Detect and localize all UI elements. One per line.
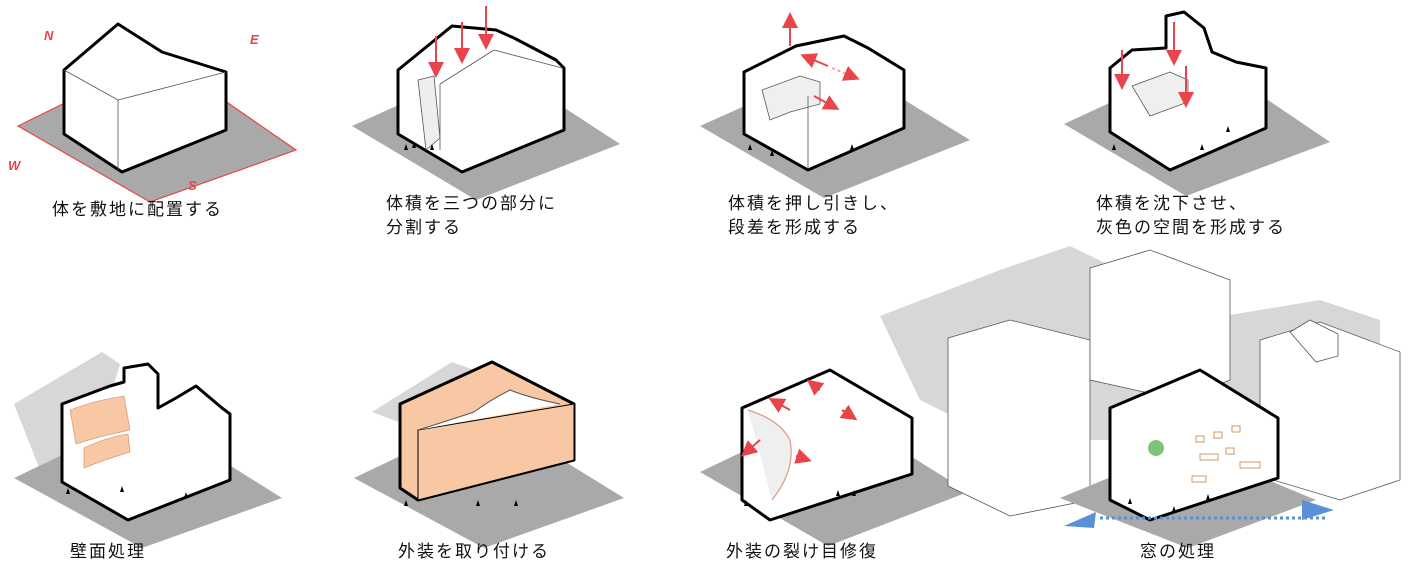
caption-step-4: 体積を沈下させ、 灰色の空間を形成する xyxy=(1096,194,1286,238)
step-8-diagram xyxy=(880,246,1401,548)
caption-step-7: 外装の裂け目修復 xyxy=(726,542,878,562)
compass-west: W xyxy=(8,158,22,173)
step-3-diagram xyxy=(700,12,970,198)
compass-east: E xyxy=(250,32,259,47)
facade-panels xyxy=(83,433,131,469)
caption-step-1: 体を敷地に配置する xyxy=(52,200,223,220)
step-1-diagram: N E S W xyxy=(8,22,298,203)
caption-step-3: 体積を押し引きし、 段差を形成する xyxy=(728,194,899,238)
facade-rift xyxy=(417,389,561,431)
volume-body xyxy=(1108,368,1280,522)
window xyxy=(1213,431,1223,439)
compass-north: N xyxy=(44,28,54,43)
greenery xyxy=(1148,440,1164,456)
context-building xyxy=(1089,249,1231,401)
window-axis-arrow-right xyxy=(1302,500,1334,520)
step-5-diagram xyxy=(14,352,282,548)
repair-arrow xyxy=(839,404,858,421)
window xyxy=(1199,453,1219,461)
context-building xyxy=(947,319,1091,517)
step-6-diagram xyxy=(354,360,624,548)
window xyxy=(1231,425,1241,433)
repair-arrow xyxy=(806,379,825,396)
compass-south: S xyxy=(188,178,197,193)
window-axis-arrow-left xyxy=(1064,512,1096,528)
repair-arrow xyxy=(740,439,761,457)
step-7-diagram xyxy=(700,368,968,546)
pull-arrow-dashed xyxy=(831,66,860,81)
window xyxy=(1239,461,1261,469)
step-2-diagram xyxy=(352,6,620,200)
caption-step-6: 外装を取り付ける xyxy=(398,542,550,562)
caption-step-8: 窓の処理 xyxy=(1140,542,1216,562)
caption-step-5: 壁面処理 xyxy=(70,542,146,562)
facade-front xyxy=(417,403,575,501)
window xyxy=(1191,475,1207,483)
window xyxy=(1195,435,1205,443)
caption-step-2: 体積を三つの部分に 分割する xyxy=(386,194,557,238)
rift-edge xyxy=(747,409,792,501)
step-4-diagram xyxy=(1064,10,1330,196)
volume-body xyxy=(62,22,228,174)
repair-arrow xyxy=(794,448,812,464)
push-arrow xyxy=(800,53,829,68)
context-building xyxy=(1289,319,1339,363)
window xyxy=(1225,447,1235,455)
push-arrow xyxy=(813,95,840,110)
repair-arrow xyxy=(768,398,791,413)
facade-panels xyxy=(69,395,131,445)
